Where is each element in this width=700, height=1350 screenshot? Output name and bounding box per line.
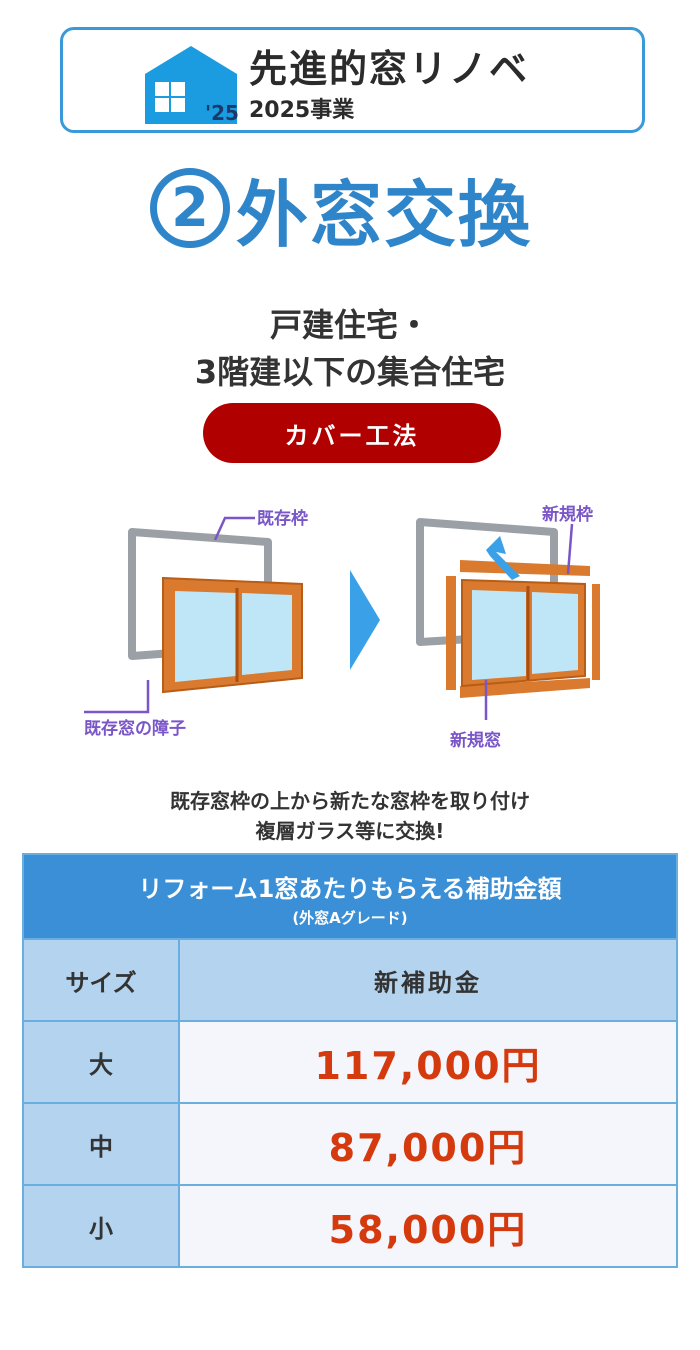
arrow-right-icon bbox=[350, 570, 380, 670]
banner-title: 先進的窓リノベ bbox=[249, 47, 530, 91]
table-column-header-row: サイズ 新補助金 bbox=[24, 938, 676, 1020]
table-note: (外窓Aグレード) bbox=[292, 909, 408, 927]
window-replacement-illustration: 既存枠 既存窓の障子 新規枠 新規窓 bbox=[84, 504, 600, 751]
subsidy-table: リフォーム1窓あたりもらえる補助金額 (外窓Aグレード) サイズ 新補助金 大 … bbox=[22, 853, 678, 1268]
table-title: リフォーム1窓あたりもらえる補助金額 bbox=[138, 875, 562, 903]
description-line-1: 既存窓枠の上から新たな窓枠を取り付け bbox=[170, 789, 530, 813]
new-window-label: 新規窓 bbox=[450, 730, 501, 751]
size-cell: 中 bbox=[24, 1104, 180, 1184]
table-row: 大 117,000円 bbox=[24, 1020, 676, 1102]
arrow-up-icon bbox=[486, 536, 520, 580]
circled-number: 2 bbox=[150, 168, 230, 248]
description-line-2: 複層ガラス等に交換! bbox=[255, 819, 445, 843]
existing-sash-icon bbox=[162, 576, 303, 694]
main-heading: 2 外窓交換 bbox=[150, 163, 570, 257]
table-header: リフォーム1窓あたりもらえる補助金額 (外窓Aグレード) bbox=[24, 855, 676, 938]
new-frame-label: 新規枠 bbox=[542, 504, 593, 525]
existing-frame-label: 既存枠 bbox=[257, 508, 308, 529]
column-header-amount: 新補助金 bbox=[180, 940, 676, 1020]
banner-subtitle: 2025事業 bbox=[249, 98, 355, 123]
size-cell: 小 bbox=[24, 1186, 180, 1266]
new-frame-icon bbox=[446, 560, 600, 698]
method-badge: カバー工法 bbox=[203, 403, 501, 463]
heading-text: 外窓交換 bbox=[236, 172, 533, 257]
program-banner: '25 先進的窓リノベ 2025事業 bbox=[60, 27, 645, 133]
size-cell: 大 bbox=[24, 1022, 180, 1102]
amount-cell: 87,000円 bbox=[180, 1104, 676, 1184]
table-row: 中 87,000円 bbox=[24, 1102, 676, 1184]
logo-year: '25 bbox=[205, 101, 239, 125]
table-row: 小 58,000円 bbox=[24, 1184, 676, 1266]
house-logo-icon: '25 bbox=[145, 46, 239, 125]
new-window-icon bbox=[461, 578, 586, 688]
target-line-2: 3階建以下の集合住宅 bbox=[194, 353, 506, 391]
target-line-1: 戸建住宅・ bbox=[269, 306, 430, 344]
existing-sash-label: 既存窓の障子 bbox=[84, 718, 186, 739]
column-header-size: サイズ bbox=[24, 940, 180, 1020]
amount-cell: 117,000円 bbox=[180, 1022, 676, 1102]
amount-cell: 58,000円 bbox=[180, 1186, 676, 1266]
